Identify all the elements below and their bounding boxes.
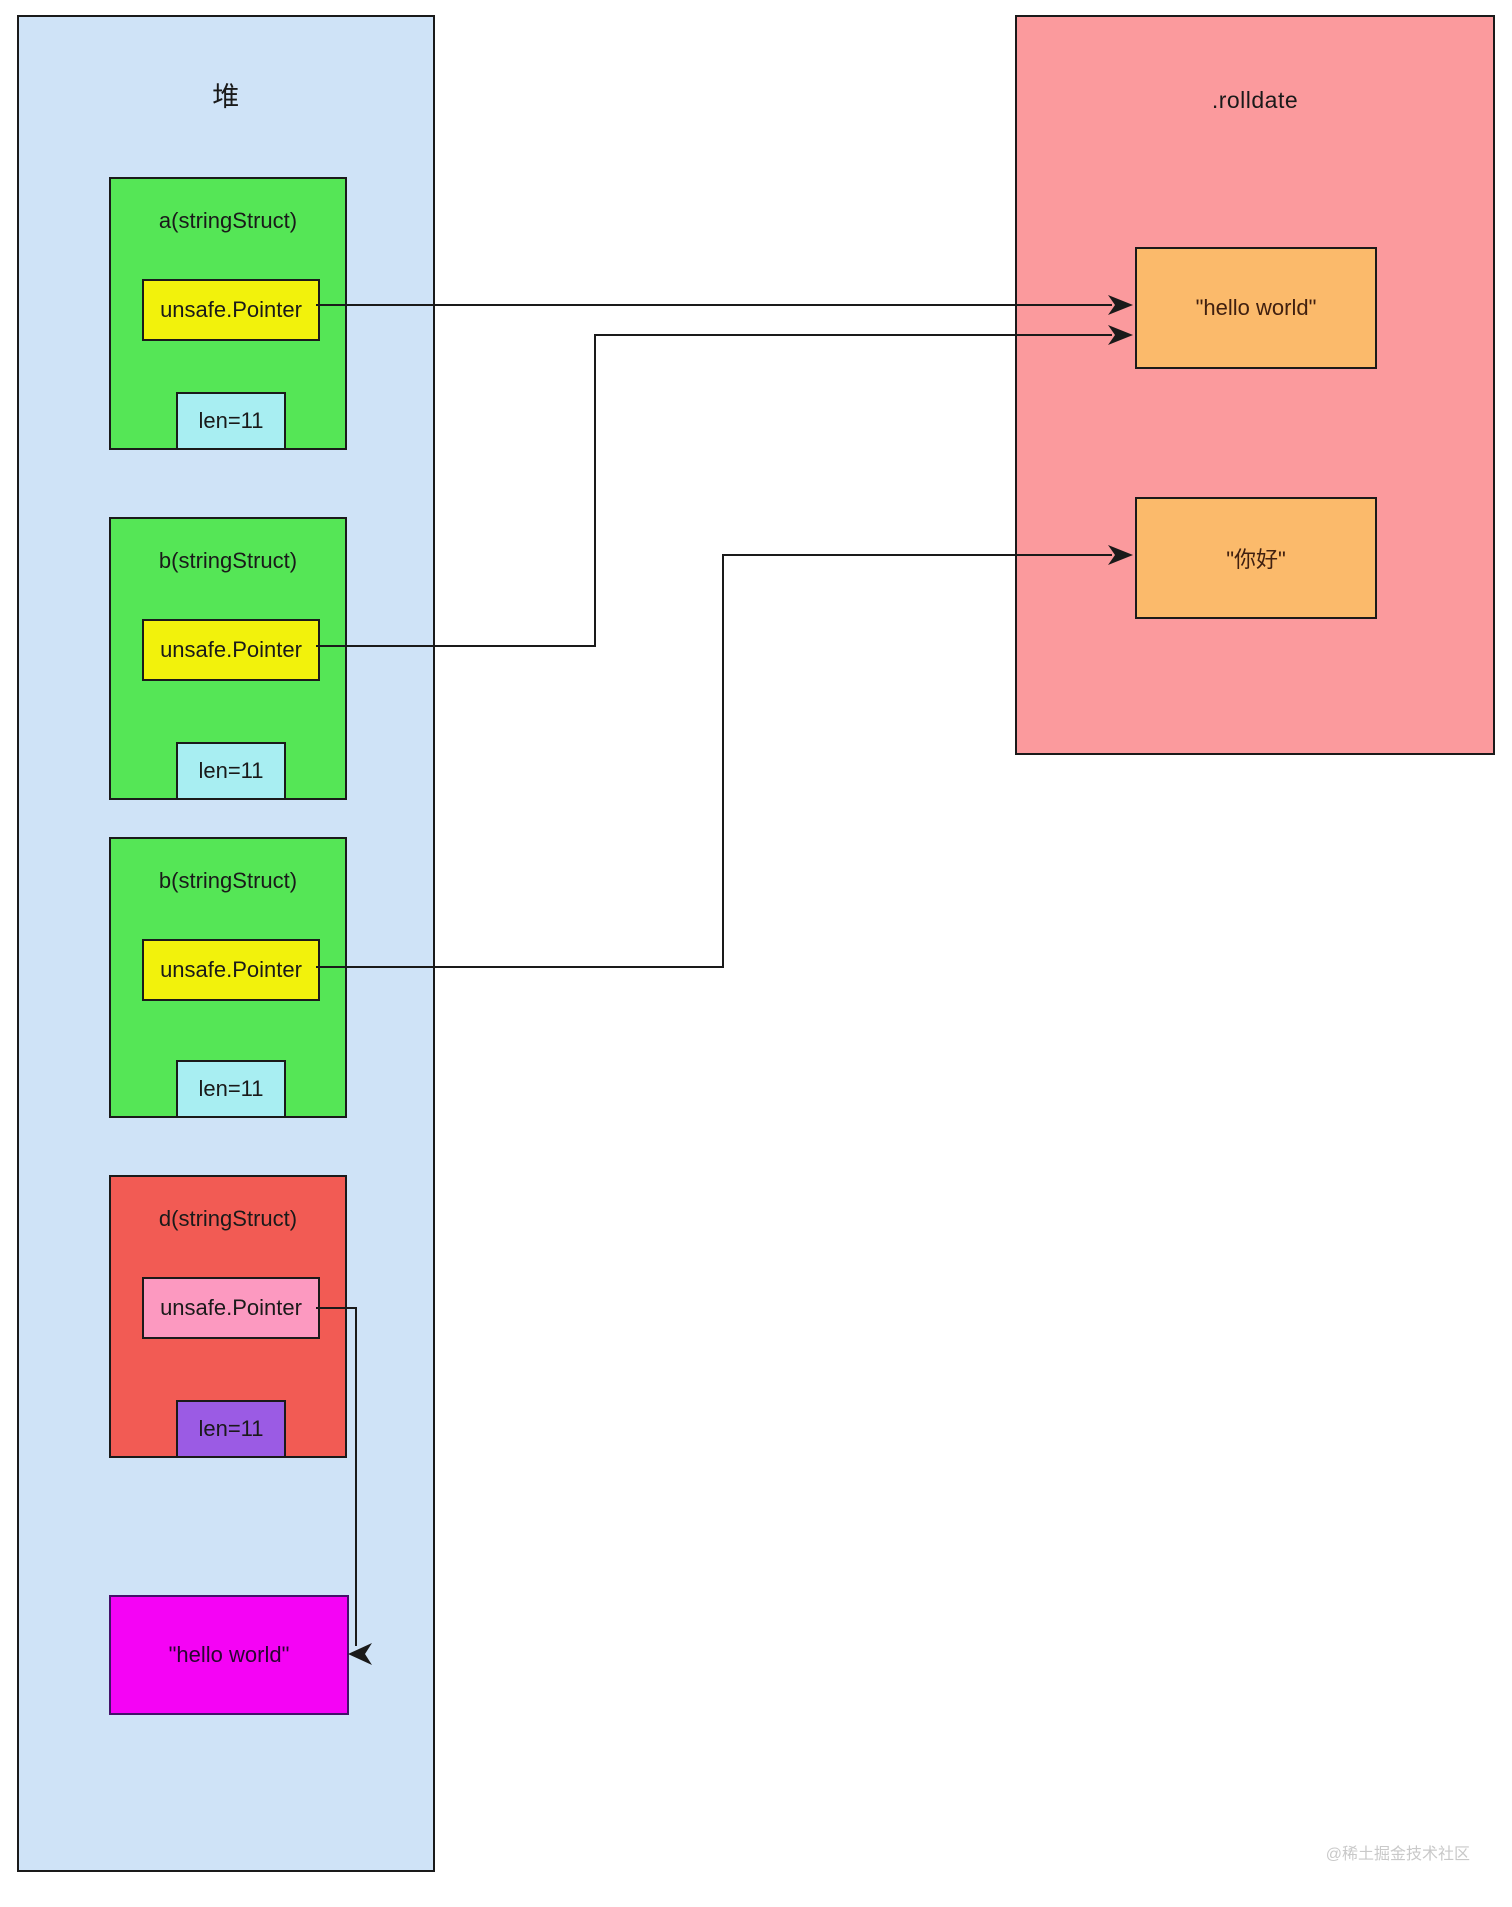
struct-d-len-field: len=11	[176, 1400, 286, 1458]
struct-b1-label: b(stringStruct)	[158, 548, 298, 573]
struct-d-pointer-field: unsafe.Pointer	[142, 1277, 320, 1339]
struct-b2: b(stringStruct) unsafe.Pointer len=11	[109, 837, 347, 1118]
edge-b2-to-nihao	[316, 554, 1112, 968]
heap-string-literal: "hello world"	[109, 1595, 349, 1715]
rodata-literal-hello-world: "hello world"	[1135, 247, 1377, 369]
struct-b1: b(stringStruct) unsafe.Pointer len=11	[109, 517, 347, 800]
struct-a-pointer-field: unsafe.Pointer	[142, 279, 320, 341]
struct-b2-len-field: len=11	[176, 1060, 286, 1118]
edge-b1-to-helloworld	[316, 334, 1112, 647]
struct-a-label: a(stringStruct)	[158, 208, 298, 233]
struct-b2-label: b(stringStruct)	[158, 868, 298, 893]
struct-b2-pointer-field: unsafe.Pointer	[142, 939, 320, 1001]
struct-d-label: d(stringStruct)	[158, 1206, 298, 1231]
heap-region: 堆 a(stringStruct) unsafe.Pointer len=11 …	[17, 15, 435, 1872]
struct-a: a(stringStruct) unsafe.Pointer len=11	[109, 177, 347, 450]
struct-b1-pointer-field: unsafe.Pointer	[142, 619, 320, 681]
rodata-literal-nihao: "你好"	[1135, 497, 1377, 619]
struct-a-len-field: len=11	[176, 392, 286, 450]
struct-d: d(stringStruct) unsafe.Pointer len=11	[109, 1175, 347, 1458]
heap-title: 堆	[212, 82, 240, 112]
rodata-region: .rolldate "hello world" "你好"	[1015, 15, 1495, 755]
rodata-title: .rolldate	[1211, 87, 1299, 113]
watermark: @稀土掘金技术社区	[1325, 1846, 1470, 1863]
struct-b1-len-field: len=11	[176, 742, 286, 800]
